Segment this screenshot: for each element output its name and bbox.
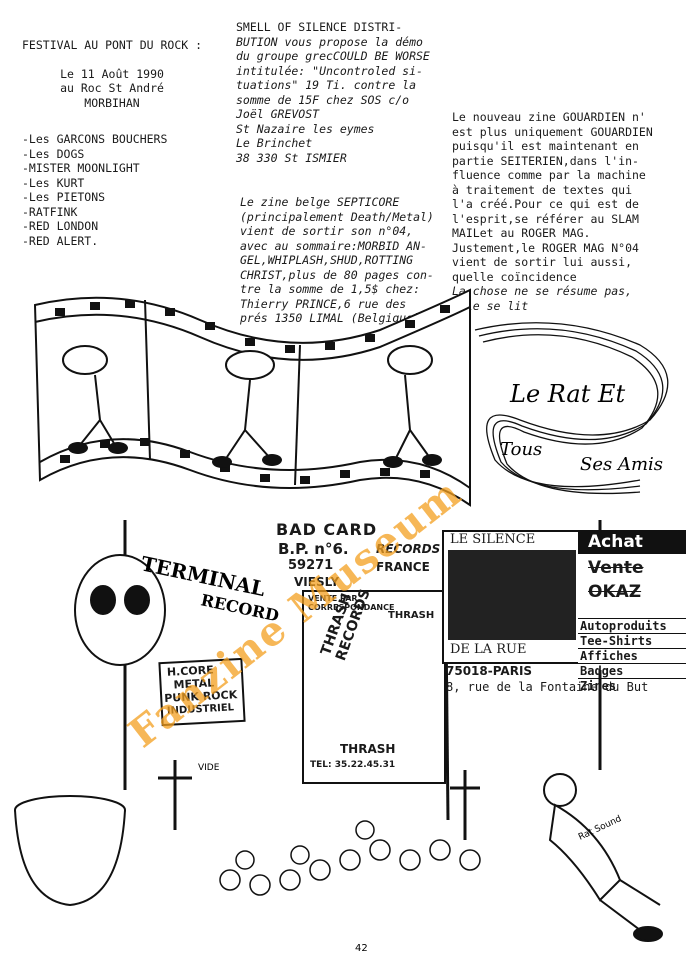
gouardien-line: fluence comme par la machine xyxy=(452,168,646,182)
thrash-bottom: THRASH xyxy=(340,742,396,756)
notice-italic-line: (principalement Death/Metal) xyxy=(240,209,434,224)
vente-correspondance: VENTE PAR CORRESPONDANCE xyxy=(308,594,395,612)
gouardien-line: quelle coïncidence xyxy=(452,269,577,284)
product-item: Tee-Shirts xyxy=(578,633,686,648)
distribution-line: Joël GREVOST xyxy=(236,107,320,121)
band-line: -RATFINK xyxy=(22,204,78,219)
rat-title-line1: Le Rat Et xyxy=(509,380,625,408)
silence-city: 75018-PARIS xyxy=(446,664,533,678)
gouardien-line: partie SEITERIEN,dans l'in- xyxy=(452,153,639,168)
distribution-line: tuations" 19 Ti. contre la xyxy=(236,78,417,92)
gouardien-line: MAILet au ROGER MAG. xyxy=(452,226,591,240)
distribution-line: du groupe grecCOULD BE WORSE xyxy=(236,49,430,63)
vente-label: Vente xyxy=(588,558,644,578)
festival-region: MORBIHAN xyxy=(84,95,140,110)
distribution-line: St Nazaire les eymes xyxy=(236,121,375,136)
bad-card-panel: BAD CARD B.P. n°6. 59271 VIESLY RECORDS … xyxy=(258,520,441,589)
gouardien-line: vient de sortir lui aussi, xyxy=(452,255,633,269)
gouardien-line: l'a créé.Pour ce qui est de xyxy=(452,197,639,211)
thrash-small: THRASH xyxy=(388,610,435,621)
thrash-telephone: TEL: 35.22.45.31 xyxy=(310,760,396,770)
notice-italic-line: Thierry PRINCE,6 rue des xyxy=(240,296,407,311)
product-item: Autoproduits xyxy=(578,618,686,633)
band-line: -Les KURT xyxy=(22,175,85,190)
distribution-line: BUTION vous propose la démo xyxy=(236,34,423,49)
thrash-records-poster: VENTE PAR CORRESPONDANCE THRASH THRASH R… xyxy=(302,587,446,784)
notice-italic-line: vient de sortir son n°04, xyxy=(240,224,414,238)
notice-italic-line: tre la somme de 1,5$ chez: xyxy=(240,282,421,296)
notice-italic-line: avec au sommaire:MORBID AN- xyxy=(240,238,427,253)
rat-boots xyxy=(68,442,442,468)
distribution-line: Le Brinchet xyxy=(236,136,313,150)
gouardien-column: Le nouveau zine GOUARDIEN n'est plus uni… xyxy=(452,110,692,313)
rat-figures xyxy=(62,345,433,461)
band-line: -RED LONDON xyxy=(22,219,99,233)
gouardien-line: l'esprit,se référer au SLAM xyxy=(452,211,639,226)
bad-card-title: BAD CARD xyxy=(276,520,378,539)
rat-title-line3: Ses Amis xyxy=(580,454,663,475)
town: VIESLY xyxy=(294,575,340,589)
notice-italic-line: CHRIST,plus de 80 pages con- xyxy=(240,267,434,282)
distribution-line: somme de 15F chez SOS c/o xyxy=(236,92,410,107)
page-number: 42 xyxy=(355,943,368,954)
achat-bar xyxy=(578,530,686,554)
notice-italic-line: GEL,WHIPLASH,SHUD,ROTTING xyxy=(240,253,414,267)
festival-date: Le 11 Août 1990 xyxy=(60,66,164,81)
smell-of-silence-column: SMELL OF SILENCE DISTRI-BUTION vous prop… xyxy=(236,20,451,326)
product-item: Affiches xyxy=(578,648,686,663)
film-perforations xyxy=(55,300,450,484)
records-label: RECORDS xyxy=(376,542,441,556)
band-list: -Les GARCONS BOUCHERS-Les DOGS-MISTER MO… xyxy=(22,132,222,248)
postcode: 59271 xyxy=(288,558,334,573)
gouardien-line: est plus uniquement GOUARDIEN xyxy=(452,124,653,139)
punk-figure xyxy=(543,773,663,942)
distribution-line: 38 330 St ISMIER xyxy=(236,150,347,165)
gouardien-line: Le nouveau zine GOUARDIEN n' xyxy=(452,110,646,124)
gouardien-line: à traitement de textes qui xyxy=(452,182,633,197)
silence-de-la-rue-poster: LE SILENCE DE LA RUE xyxy=(442,530,586,664)
film-strip xyxy=(33,288,471,507)
band-line: -Les GARCONS BOUCHERS xyxy=(22,132,168,146)
vide-sign: VIDE xyxy=(198,763,220,773)
achat-label: Achat xyxy=(588,532,643,552)
product-item: Zines xyxy=(578,678,686,693)
france-label: FRANCE xyxy=(376,560,430,574)
okaz-label: OKAZ xyxy=(588,582,642,602)
distribution-line: intitulée: "Uncontroled si- xyxy=(236,63,423,78)
bp-address: B.P. n°6. xyxy=(278,540,349,558)
gouardien-line: Justement,le ROGER MAG N°04 xyxy=(452,240,639,255)
skull-drawing xyxy=(74,554,166,666)
band-line: -Les PIETONS xyxy=(22,190,106,204)
band-line: -MISTER MOONLIGHT xyxy=(22,161,140,175)
gouardien-line: puisqu'il est maintenant en xyxy=(452,139,639,153)
festival-heading: FESTIVAL AU PONT DU ROCK : xyxy=(22,38,203,52)
distribution-line: SMELL OF SILENCE DISTRI- xyxy=(236,20,403,34)
notice-italic-line: Le zine belge SEPTICORE xyxy=(240,195,400,209)
silence-title-top: LE SILENCE xyxy=(450,532,536,547)
band-line: -RED ALERT. xyxy=(22,233,99,248)
music-staff xyxy=(474,322,669,495)
festival-place: au Roc St André xyxy=(60,81,164,95)
silence-photo xyxy=(448,550,576,640)
silence-street: 8, rue de la Fontaine du But xyxy=(446,680,649,694)
band-line: -Les DOGS xyxy=(22,146,85,161)
festival-column: FESTIVAL AU PONT DU ROCK : Le 11 Août 19… xyxy=(22,38,222,248)
skull-pile xyxy=(219,820,481,896)
cauldron-drawing xyxy=(14,795,126,907)
silence-title-bottom: DE LA RUE xyxy=(450,642,527,657)
rat-title-line2: Tous xyxy=(500,439,542,460)
product-item: Badges xyxy=(578,663,686,678)
